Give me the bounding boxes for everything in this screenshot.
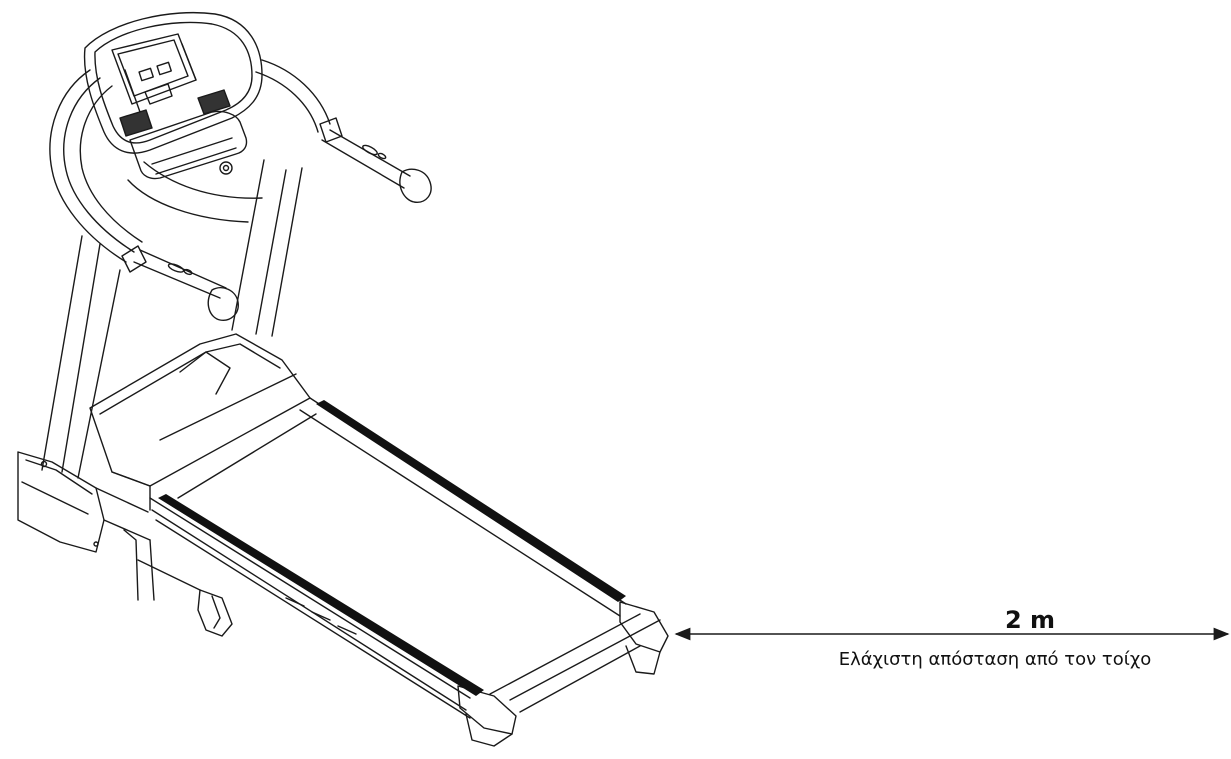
upright-posts: [41, 159, 303, 479]
clearance-distance-value: 2 m: [1004, 606, 1056, 634]
handlebar-frame: [49, 59, 432, 321]
clearance-caption: Ελάχιστη απόσταση από τον τοίχο: [838, 649, 1152, 670]
treadmill-deck: [149, 397, 669, 747]
motor-hood: [17, 333, 311, 637]
belt-side-strips: [158, 400, 626, 696]
treadmill-console: [83, 11, 263, 180]
